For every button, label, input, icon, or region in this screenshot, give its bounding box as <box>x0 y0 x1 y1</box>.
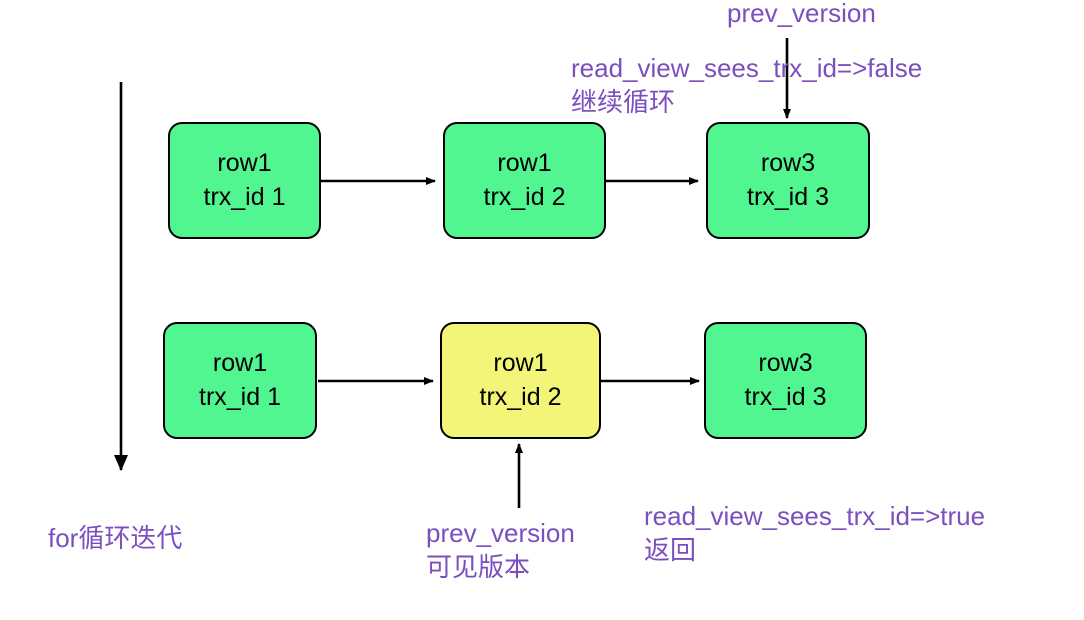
node-bottom-row1-trx1[interactable]: row1 trx_id 1 <box>163 322 317 439</box>
node-label-line2: trx_id 2 <box>479 382 562 411</box>
node-top-row1-trx2[interactable]: row1 trx_id 2 <box>443 122 606 239</box>
annotation-prev-version-bottom-line2: 可见版本 <box>426 552 531 582</box>
node-label-line2: trx_id 3 <box>747 182 829 211</box>
node-label-line2: trx_id 1 <box>199 382 281 411</box>
node-label-line1: row1 <box>212 348 268 377</box>
node-top-row1-trx1[interactable]: row1 trx_id 1 <box>168 122 321 239</box>
annotation-read-view-true: read_view_sees_trx_id=>true <box>644 501 986 531</box>
annotation-return: 返回 <box>644 535 697 565</box>
node-label-line1: row3 <box>758 348 813 377</box>
node-label-line1: row3 <box>760 148 816 177</box>
node-top-row3-trx3[interactable]: row3 trx_id 3 <box>706 122 870 239</box>
node-label-line2: trx_id 2 <box>483 182 566 211</box>
node-bottom-row3-trx3[interactable]: row3 trx_id 3 <box>704 322 867 439</box>
node-label-line1: row1 <box>493 348 548 377</box>
annotation-prev-version-top: prev_version <box>727 0 876 28</box>
node-label-line1: row1 <box>497 148 552 177</box>
annotation-continue-loop: 继续循环 <box>571 87 676 117</box>
annotation-read-view-false: read_view_sees_trx_id=>false <box>571 53 923 83</box>
node-label-line2: trx_id 3 <box>744 382 827 411</box>
annotation-prev-version-bottom-line1: prev_version <box>426 518 575 548</box>
annotation-for-loop-iteration: for循环迭代 <box>48 523 183 553</box>
node-label-line2: trx_id 1 <box>203 182 286 211</box>
node-label-line1: row1 <box>217 148 272 177</box>
node-bottom-row1-trx2-visible[interactable]: row1 trx_id 2 <box>440 322 601 439</box>
